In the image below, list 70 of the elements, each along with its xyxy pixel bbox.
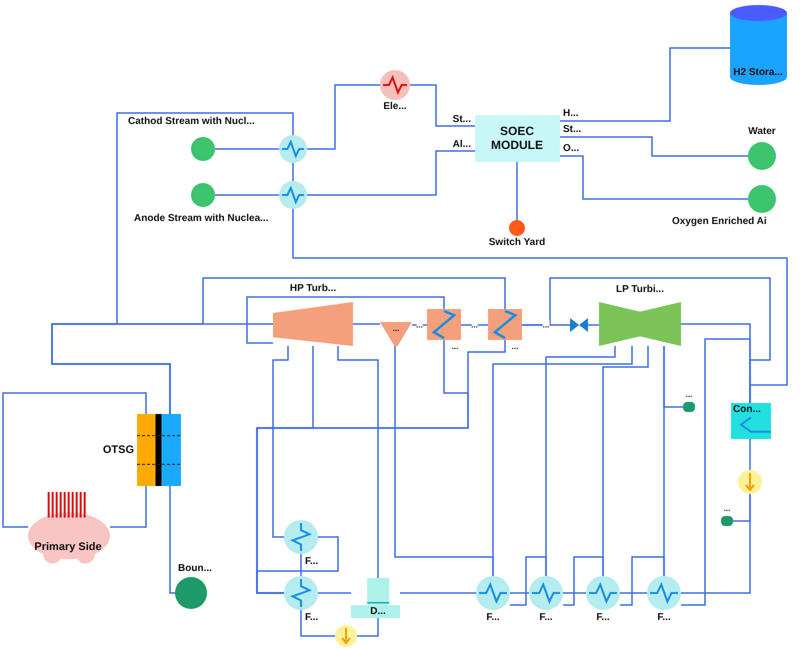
pipe-line [461,324,488,326]
node-label: LP Turbi... [616,284,664,296]
node-label: ... [452,342,458,352]
pipe-line [2,392,147,528]
node-label: Ele... [383,101,407,113]
pipe-line [272,346,289,538]
node-label: Boun... [178,563,212,575]
pipe-line [560,136,748,157]
pipe-line [318,592,351,594]
pipe-line [246,296,445,344]
pipe-line [169,486,175,594]
node-label: F... [305,612,318,624]
pipe-line [337,346,379,578]
node-label: ... [724,504,730,514]
pipe-line [588,324,599,326]
node-label: OTSG [102,444,134,457]
pipe-line [749,439,751,470]
pipe-line [215,148,279,150]
node-label: Switch Yard [488,237,546,249]
node-label: ... [392,324,400,334]
port-label: St... [452,114,471,126]
pipe-line [663,346,683,408]
pipe-line [620,592,647,594]
pipe-line [110,486,147,528]
pipe-line [256,536,339,594]
pipe-line [412,324,427,326]
port-label: Al... [452,139,471,151]
pipe-line [681,338,751,606]
node-label: F... [305,556,318,568]
pipe-line [292,163,294,181]
pipe-line [300,554,302,576]
node-label: D... [370,606,386,618]
pipe-line [357,618,379,637]
pipe-line [563,592,586,594]
node-label: HP Turb... [290,283,336,295]
pipe-line [51,277,506,414]
node-label: Water [748,126,776,138]
node-label: ... [512,342,518,352]
node-label: Cathod Stream with Nucl... [128,116,255,128]
node-label: F... [486,612,500,624]
node-label: F... [539,612,553,624]
pipe-line [510,556,547,606]
pipe-line [516,162,518,220]
port-label: H... [563,108,579,120]
pipe-line [353,323,380,325]
node-label: ... [686,390,692,400]
pipe-line [510,592,529,594]
node-label: Oxygen Enriched Ai [672,216,767,228]
pipe-line [307,150,475,196]
pipe-line [307,84,380,150]
node-label: Con... [733,404,761,416]
pipe-line [215,194,279,196]
node-label: SOEC MODULE [490,124,544,152]
node-label: F... [657,612,671,624]
pipe-line [300,610,335,637]
pipe-line [400,592,476,594]
pipe-line [563,556,604,606]
edge-label: ... [542,320,550,330]
pipe-line [492,346,633,576]
node-label: H2 Stora... [733,67,783,79]
pipe-line [410,84,475,127]
pipe-line [560,155,748,200]
node-label: F... [596,612,610,624]
port-label: O... [563,143,580,155]
port-label: St... [563,124,582,136]
pipe-line [733,494,751,522]
pipe-line [620,556,665,606]
node-label: Primary Side [34,541,102,554]
pipe-line [560,47,730,122]
node-label: Anode Stream with Nuclea... [134,213,268,225]
